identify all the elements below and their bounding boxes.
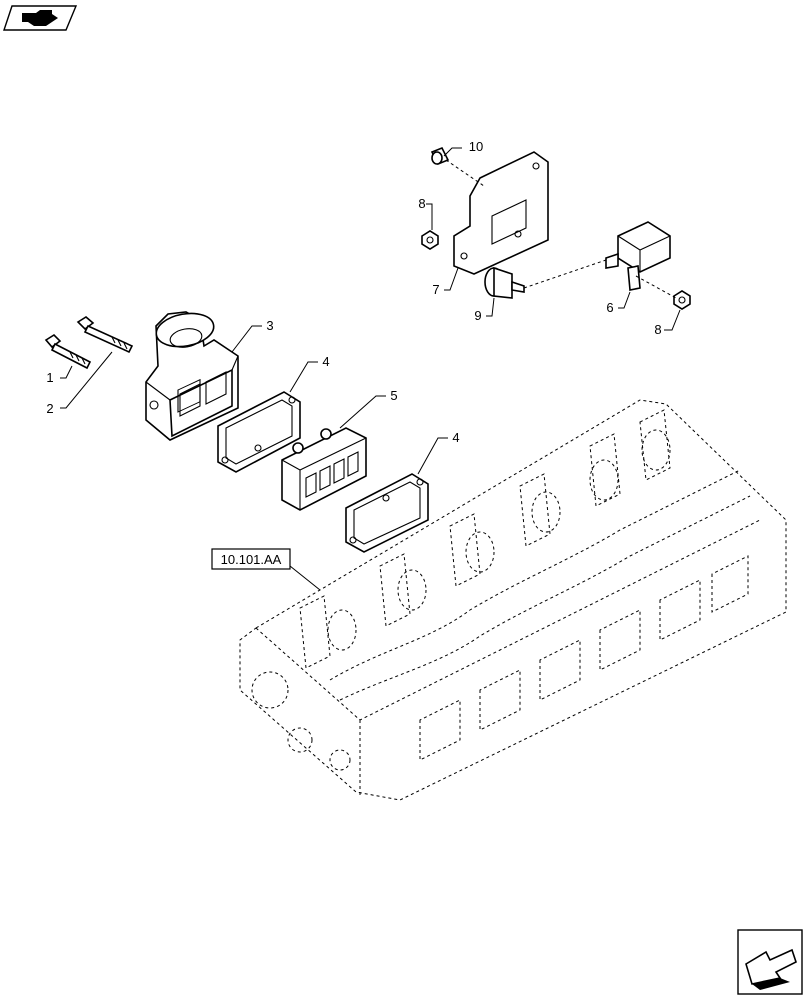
next-nav-button[interactable] <box>737 929 803 995</box>
callout-2: 2 <box>46 401 53 416</box>
callout-8-lower: 8 <box>654 322 661 337</box>
prev-nav-button[interactable] <box>3 5 78 31</box>
callout-8-upper: 8 <box>418 196 425 211</box>
cylinder-head-reference <box>239 399 787 801</box>
spacer-10 <box>430 146 450 166</box>
callout-3: 3 <box>266 318 273 333</box>
bolt-2 <box>76 316 134 354</box>
bolt-1 <box>44 333 92 370</box>
mount-9 <box>484 266 525 299</box>
nut-8-lower <box>673 290 691 310</box>
callout-9: 9 <box>474 308 481 323</box>
intake-elbow-3 <box>145 311 239 441</box>
leader-lines <box>60 147 681 591</box>
bracket-7 <box>453 151 549 275</box>
reference-label: 10.101.AA <box>221 552 282 567</box>
reference-box[interactable]: 10.101.AA <box>211 548 291 570</box>
callout-4-upper: 4 <box>322 354 329 369</box>
callouts: 1 2 3 4 4 5 6 7 8 8 9 10 <box>46 139 661 445</box>
relay-6 <box>605 221 671 291</box>
assembly-lines <box>445 159 677 299</box>
callout-4-lower: 4 <box>452 430 459 445</box>
grid-heater-5 <box>281 427 367 511</box>
callout-7: 7 <box>432 282 439 297</box>
callout-1: 1 <box>46 370 53 385</box>
next-page-arrow-icon <box>745 948 797 990</box>
gasket-4-lower <box>345 473 429 553</box>
pointing-hand-icon <box>22 10 58 26</box>
callout-10: 10 <box>469 139 483 154</box>
gasket-4-upper <box>217 391 301 473</box>
callout-6: 6 <box>606 300 613 315</box>
nut-8-upper <box>421 230 439 250</box>
callout-5: 5 <box>390 388 397 403</box>
